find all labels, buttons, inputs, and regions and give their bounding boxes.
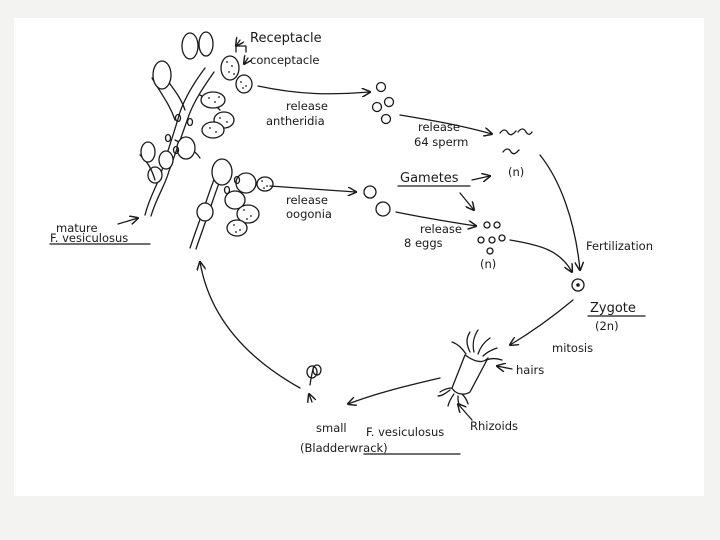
label-zygote-2n: (2n)	[595, 319, 619, 333]
oogonia-drawing	[363, 185, 391, 217]
label-mitosis: mitosis	[552, 341, 593, 355]
arrow-eggs-zygote	[509, 239, 572, 272]
arrow-rhizoids	[458, 404, 473, 421]
arrow-small-label	[309, 394, 312, 402]
arrow-receptacle	[236, 40, 240, 46]
arrow-release-eggs	[395, 211, 476, 226]
sperm-drawing	[499, 128, 533, 155]
label-receptacle: Receptacle	[250, 31, 322, 46]
label-release-antheridia-2: antheridia	[266, 114, 325, 128]
label-small-common: (Bladderwrack)	[300, 441, 388, 455]
label-release-eggs-1: release	[420, 222, 462, 236]
arrow-release-sperm	[399, 114, 492, 134]
arrow-to-small-plant	[348, 377, 441, 404]
label-mature: mature	[56, 221, 98, 235]
arrow-release-antheridia	[257, 85, 370, 94]
arrow-gametes-eggs	[459, 192, 474, 210]
zygote-drawing	[571, 278, 585, 292]
arrow-mature	[117, 218, 138, 224]
arrow-mitosis	[510, 299, 574, 345]
label-rhizoids: Rhizoids	[470, 419, 518, 433]
eggs-drawing	[477, 221, 506, 255]
label-conceptacle: conceptacle	[250, 53, 320, 67]
antheridia-drawing	[371, 81, 395, 125]
label-eggs-n: (n)	[480, 257, 496, 271]
label-release-sperm-1: release	[418, 120, 460, 134]
cycle-arrows	[117, 40, 580, 421]
arrow-release-oogonia	[269, 185, 356, 192]
label-release-antheridia-1: release	[286, 99, 328, 113]
label-fertilization: Fertilization	[586, 239, 653, 253]
label-sperm-n: (n)	[508, 165, 524, 179]
receptacle-tip	[181, 32, 199, 60]
sporeling-drawing	[437, 329, 503, 407]
mature-plant-drawing	[139, 31, 274, 250]
arrow-sperm-zygote	[539, 154, 580, 270]
label-release-eggs-2: 8 eggs	[404, 236, 443, 250]
label-small-species: F. vesiculosus	[366, 425, 444, 439]
label-hairs: hairs	[516, 363, 544, 377]
paper-background	[14, 18, 704, 496]
label-release-oogonia-1: release	[286, 193, 328, 207]
arrow-to-mature	[200, 262, 301, 389]
label-mature-species: F. vesiculosus	[50, 231, 128, 245]
arrow-gametes-sperm	[471, 176, 490, 180]
label-release-sperm-2: 64 sperm	[414, 135, 468, 149]
label-zygote: Zygote	[590, 301, 636, 316]
label-gametes: Gametes	[400, 171, 459, 186]
arrow-conceptacle	[244, 58, 248, 64]
small-plant-drawing	[306, 364, 322, 386]
conceptacle-bracket	[235, 45, 247, 53]
label-small-prefix: small	[316, 421, 347, 435]
arrow-hairs	[497, 366, 513, 369]
label-release-oogonia-2: oogonia	[286, 207, 332, 221]
